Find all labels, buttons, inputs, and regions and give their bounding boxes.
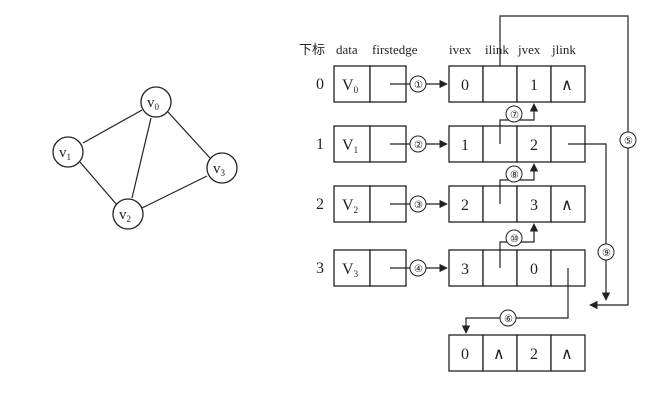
edge-node-0: 0 1 ∧ xyxy=(448,65,586,103)
vertex-v0-sub: 0 xyxy=(155,102,160,112)
pointer-labels: ① ② ③ ④ ⑤ ⑥ ⑦ ⑧ ⑨ ⑩ xyxy=(409,75,637,327)
label-6-text: ⑥ xyxy=(504,314,513,325)
jlink: ∧ xyxy=(561,346,573,363)
vertex-table: 0 V0 1 V1 2 V2 3 V3 xyxy=(316,65,407,287)
label-1: ① xyxy=(409,75,427,93)
label-9-text: ⑨ xyxy=(602,248,611,259)
edge-v0-v3 xyxy=(167,111,211,159)
label-9: ⑨ xyxy=(597,243,615,261)
label-8-text: ⑧ xyxy=(510,170,519,181)
vertex-v2: v2 xyxy=(112,198,144,230)
header-jlink: jlink xyxy=(551,42,576,57)
label-2: ② xyxy=(409,135,427,153)
vertex-row-3: 3 V3 xyxy=(316,249,407,287)
table-headers: 下标 data firstedge ivex ilink jvex jlink xyxy=(299,42,576,57)
svg-text:V2: V2 xyxy=(342,197,358,215)
vertex-v3: v3 xyxy=(206,152,238,184)
vertex-data-sub: 2 xyxy=(354,205,359,215)
header-index: 下标 xyxy=(299,42,325,57)
edge-node-2: 2 3 ∧ xyxy=(448,185,586,223)
vertex-index: 0 xyxy=(316,76,324,93)
label-5: ⑤ xyxy=(619,131,637,149)
vertex-data-label: V xyxy=(342,261,354,278)
header-ivex: ivex xyxy=(449,42,472,57)
pointer-5-line xyxy=(499,15,629,310)
vertex-v0: v0 xyxy=(140,86,172,118)
label-3-text: ③ xyxy=(414,200,423,211)
edge-v0-v2 xyxy=(131,117,152,199)
jvex: 2 xyxy=(530,346,538,363)
vertex-v1-sub: 1 xyxy=(67,152,72,162)
vertex-v2-sub: 2 xyxy=(127,214,132,224)
svg-text:V3: V3 xyxy=(342,261,359,279)
svg-text:v0: v0 xyxy=(147,95,160,112)
label-7: ⑦ xyxy=(505,105,523,123)
svg-text:v2: v2 xyxy=(119,207,131,224)
svg-text:v3: v3 xyxy=(213,161,226,178)
label-7-text: ⑦ xyxy=(510,110,519,121)
vertex-data-label: V xyxy=(342,197,354,214)
vertex-v1: v1 xyxy=(52,136,84,168)
header-data: data xyxy=(336,42,358,57)
label-1-text: ① xyxy=(414,80,423,91)
vertex-data-sub: 0 xyxy=(354,85,359,95)
vertex-data-label: V xyxy=(342,137,354,154)
jvex: 2 xyxy=(530,137,538,154)
edge-node-3: 3 0 xyxy=(448,249,586,287)
label-4-text: ④ xyxy=(414,264,423,275)
edge-v0-v1 xyxy=(82,109,143,144)
vertex-v0-label: v xyxy=(147,95,155,111)
label-4: ④ xyxy=(409,259,427,277)
ivex: 0 xyxy=(461,77,469,94)
header-jvex: jvex xyxy=(517,42,541,57)
pointer-6-line xyxy=(461,268,569,334)
vertex-data-sub: 3 xyxy=(354,269,359,279)
header-firstedge: firstedge xyxy=(372,42,418,57)
vertex-row-1: 1 V1 xyxy=(316,125,407,163)
jlink: ∧ xyxy=(561,197,573,214)
ilink: ∧ xyxy=(493,346,505,363)
label-6: ⑥ xyxy=(499,309,517,327)
vertex-index: 3 xyxy=(316,260,324,277)
edge-v1-v2 xyxy=(79,161,118,206)
label-3: ③ xyxy=(409,195,427,213)
vertex-index: 2 xyxy=(316,196,324,213)
ivex: 0 xyxy=(461,346,469,363)
ivex: 2 xyxy=(461,197,469,214)
vertex-data-label: V xyxy=(342,77,354,94)
jlink: ∧ xyxy=(561,77,573,94)
undirected-graph: v0 v1 v2 v3 xyxy=(52,86,238,230)
edge-v2-v3 xyxy=(141,175,208,209)
label-2-text: ② xyxy=(414,140,423,151)
ivex: 3 xyxy=(461,261,469,278)
svg-text:V1: V1 xyxy=(342,137,358,155)
label-10: ⑩ xyxy=(505,229,523,247)
edge-node-4: 0 ∧ 2 ∧ xyxy=(448,334,586,372)
svg-text:V0: V0 xyxy=(342,77,359,95)
vertex-data-sub: 1 xyxy=(354,145,359,155)
label-10-text: ⑩ xyxy=(510,234,519,245)
jvex: 0 xyxy=(530,261,538,278)
svg-text:v1: v1 xyxy=(59,145,71,162)
header-ilink: ilink xyxy=(485,42,509,57)
jvex: 3 xyxy=(530,197,538,214)
jvex: 1 xyxy=(530,77,538,94)
vertex-v3-label: v xyxy=(213,161,221,177)
vertex-v3-sub: 3 xyxy=(221,168,226,178)
vertex-v1-label: v xyxy=(59,145,67,161)
label-5-text: ⑤ xyxy=(624,136,633,147)
vertex-index: 1 xyxy=(316,136,324,153)
vertex-v2-label: v xyxy=(119,207,127,223)
ivex: 1 xyxy=(461,137,469,154)
edge-node-1: 1 2 xyxy=(448,125,586,163)
label-8: ⑧ xyxy=(505,165,523,183)
